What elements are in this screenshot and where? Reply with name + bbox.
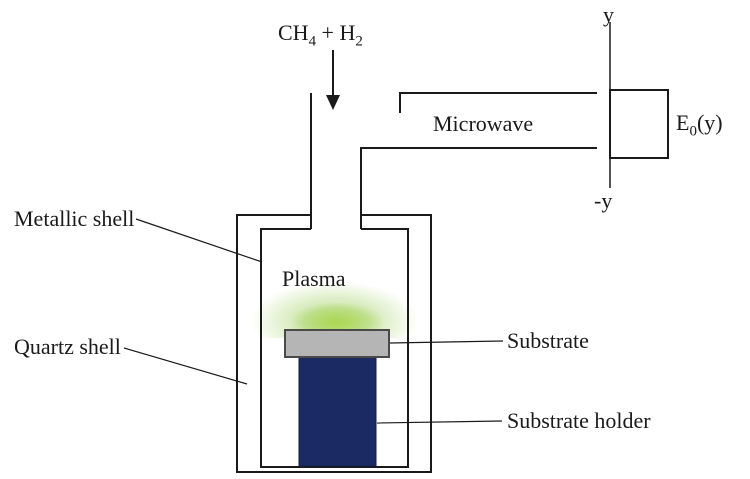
substrate-label: Substrate [507,328,589,353]
substrate-rect [284,329,390,358]
gas-inlet-label: CH4 + H2 [278,20,363,49]
quartz-shell-outline [260,228,409,468]
gas-formula-subscript: 4 [308,33,317,50]
plasma-label: Plasma [282,266,346,291]
substrate-holder-rect [298,356,377,467]
microwave-label: Microwave [433,111,534,136]
quartz-shell-leader-line [123,347,248,385]
field-profile-rect [609,89,669,159]
tube-right-wall-and-waveguide-bottom [360,147,597,229]
gas-formula-part: + H [316,20,356,45]
field-subscript: 0 [689,123,697,140]
metallic-shell-outline [236,214,432,473]
substrate-holder-leader-line [376,420,503,424]
substrate-leader-line [389,340,504,344]
waveguide-top-wall [399,92,597,113]
axis-top-label: y [603,2,614,27]
quartz-shell-label: Quartz shell [14,334,121,359]
gas-arrow-head [326,95,340,110]
metallic-shell-leader-line [135,218,263,263]
field-amplitude-label: E0(y) [676,110,723,139]
gas-formula-subscript: 2 [355,33,363,50]
metallic-shell-label: Metallic shell [14,206,135,231]
field-symbol: E [676,110,690,135]
field-argument: (y) [696,110,723,135]
substrate-holder-label: Substrate holder [507,408,651,433]
gas-formula-part: CH [278,20,309,45]
axis-bottom-label: -y [594,188,613,213]
